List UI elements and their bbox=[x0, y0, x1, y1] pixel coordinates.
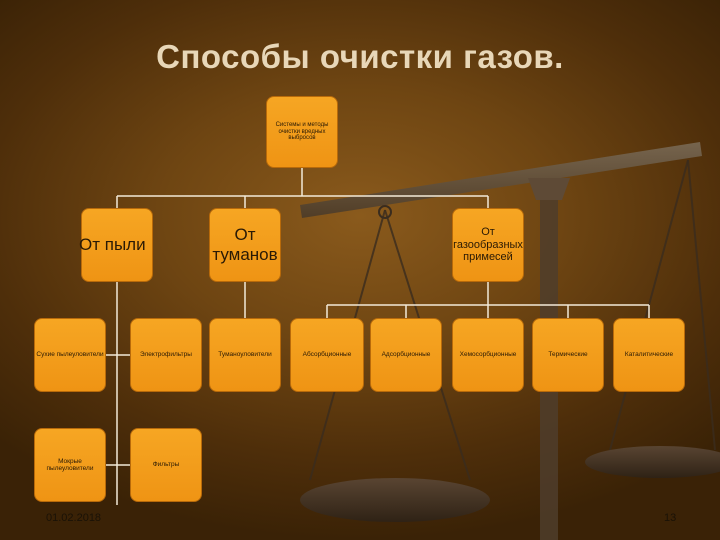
absorption-label: Абсорбционные bbox=[302, 351, 352, 359]
category-gas-node: От газообразных примесей bbox=[452, 208, 524, 282]
thermal-label: Термические bbox=[548, 351, 588, 359]
wet-dust-catchers-label: Мокрые пылеуловители bbox=[46, 457, 94, 472]
catalytic-node: Каталитические bbox=[613, 318, 685, 392]
slide-date: 01.02.2018 bbox=[46, 512, 102, 524]
category-mist-label: От туманов bbox=[212, 225, 278, 264]
mist-catchers-label: Туманоуловители bbox=[218, 351, 272, 359]
slide-number: 13 bbox=[664, 512, 677, 524]
root-node-label: Системы и методы очистки вредных выбросо… bbox=[275, 121, 329, 142]
wet-dust-catchers-node: Мокрые пылеуловители bbox=[34, 428, 106, 502]
adsorption-label: Адсорбционные bbox=[381, 351, 431, 359]
filters-node: Фильтры bbox=[130, 428, 202, 502]
category-gas-label: От газообразных примесей bbox=[453, 226, 523, 264]
dry-dust-catchers-node: Сухие пылеуловители bbox=[34, 318, 106, 392]
slide-title: Способы очистки газов. bbox=[156, 38, 564, 75]
chemisorption-node: Хемосорбционные bbox=[452, 318, 524, 392]
category-mist-node: От туманов bbox=[209, 208, 281, 282]
catalytic-label: Каталитические bbox=[624, 351, 674, 359]
category-dust-label: От пыли bbox=[79, 235, 146, 255]
chemisorption-label: Хемосорбционные bbox=[459, 351, 517, 359]
electrofilters-label: Электрофильтры bbox=[140, 351, 192, 359]
absorption-node: Абсорбционные bbox=[290, 318, 364, 392]
thermal-node: Термические bbox=[532, 318, 604, 392]
root-node: Системы и методы очистки вредных выбросо… bbox=[266, 96, 338, 168]
adsorption-node: Адсорбционные bbox=[370, 318, 442, 392]
category-dust-node: От пыли bbox=[79, 208, 153, 282]
dry-dust-catchers-label: Сухие пылеуловители bbox=[36, 351, 104, 359]
mist-catchers-node: Туманоуловители bbox=[209, 318, 281, 392]
filters-label: Фильтры bbox=[152, 461, 180, 469]
electrofilters-node: Электрофильтры bbox=[130, 318, 202, 392]
